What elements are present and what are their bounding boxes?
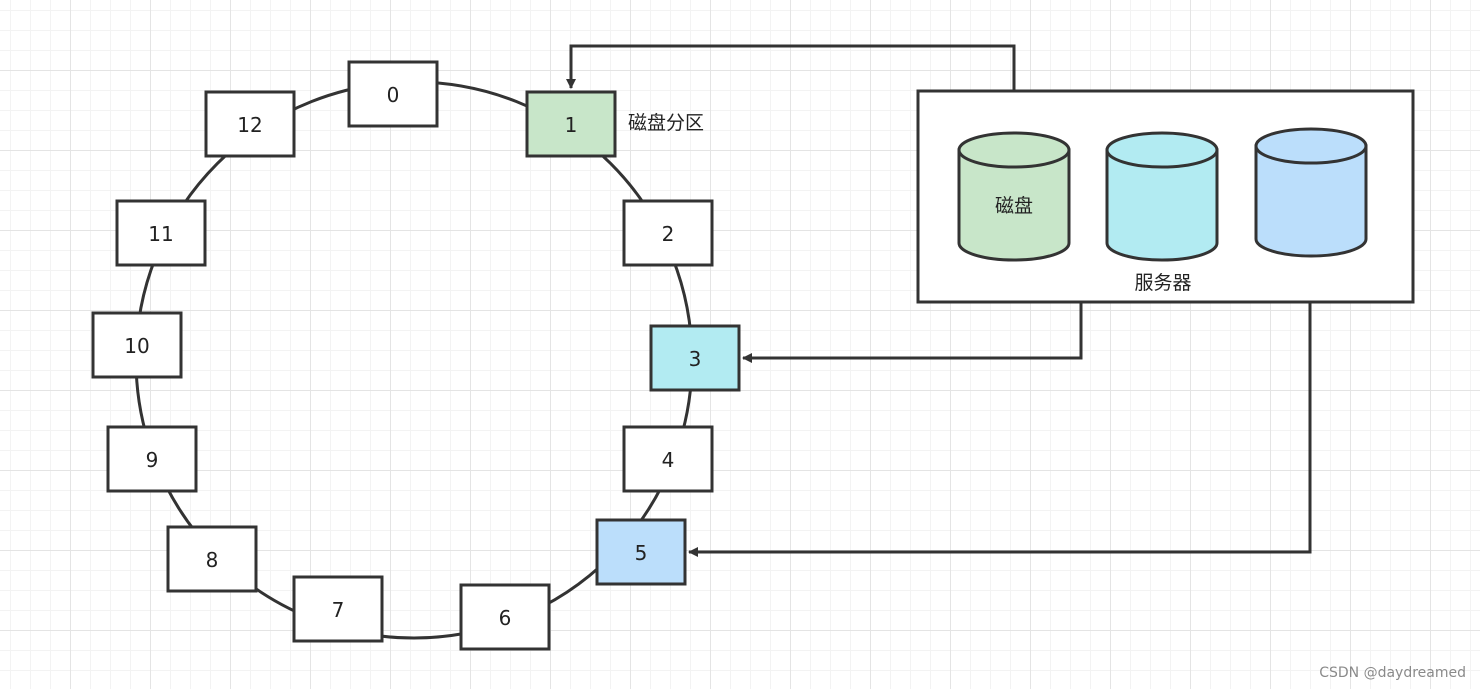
ring-node-label: 5: [635, 541, 648, 565]
ring-node-label: 2: [662, 222, 675, 246]
ring-node-5: 5: [595, 518, 687, 586]
ring-node-box: [622, 425, 714, 493]
ring-node-box: [347, 60, 439, 128]
ring-node-label: 6: [499, 606, 512, 630]
ring-node-box: [204, 90, 296, 158]
disk-cylinder-top: [1254, 127, 1368, 165]
ring-node-box: [525, 90, 617, 158]
ring-node-12: 12: [204, 90, 296, 158]
disk-cylinder-body: [1254, 144, 1368, 258]
ring-node-box: [292, 575, 384, 643]
ring-node-box: [622, 199, 714, 267]
disk-cylinder-body: [1105, 148, 1219, 262]
ring-node-4: 4: [622, 425, 714, 493]
ring-node-box: [115, 199, 207, 267]
partition-label: 磁盘分区: [628, 112, 704, 134]
ring-node-label: 7: [332, 598, 345, 622]
ring-node-label: 0: [387, 83, 400, 107]
ring-node-label: 9: [146, 448, 159, 472]
disk-cylinder-cyan: [1105, 131, 1219, 262]
disk-cylinder-top: [957, 131, 1071, 169]
disk-cylinder-top: [1105, 131, 1219, 169]
ring-node-label: 4: [662, 448, 675, 472]
ring-node-label: 11: [148, 222, 173, 246]
connector-disk-blue-to-node-5: [688, 253, 1312, 557]
ring-node-1: 1: [525, 90, 617, 158]
ring-node-9: 9: [106, 425, 198, 493]
ring-node-label: 1: [565, 113, 578, 137]
ring-node-2: 2: [622, 199, 714, 267]
ring-node-box: [459, 583, 551, 651]
ring-node-label: 10: [124, 334, 149, 358]
ring-node-11: 11: [115, 199, 207, 267]
ring-node-box: [595, 518, 687, 586]
connector-disk-green-to-node-1: [566, 44, 1016, 128]
disk-label: 磁盘: [995, 195, 1033, 217]
ring-node-3: 3: [649, 324, 741, 392]
disk-cylinder-green: 磁盘: [957, 131, 1071, 262]
watermark: CSDN @daydreamed: [1319, 665, 1466, 681]
ring-node-label: 3: [689, 347, 702, 371]
ring-node-label: 8: [206, 548, 219, 572]
server-label: 服务器: [1134, 272, 1191, 294]
disk-cylinder-blue: [1254, 127, 1368, 258]
ring-node-8: 8: [166, 525, 258, 593]
ring-node-box: [91, 311, 183, 379]
ring-node-label: 12: [237, 113, 262, 137]
ring-node-box: [166, 525, 258, 593]
ring-node-0: 0: [347, 60, 439, 128]
disk-cylinder-body: [957, 148, 1071, 262]
ring-node-10: 10: [91, 311, 183, 379]
ring-node-box: [106, 425, 198, 493]
ring-node-6: 6: [459, 583, 551, 651]
ring-node-box: [649, 324, 741, 392]
ring-node-7: 7: [292, 575, 384, 643]
